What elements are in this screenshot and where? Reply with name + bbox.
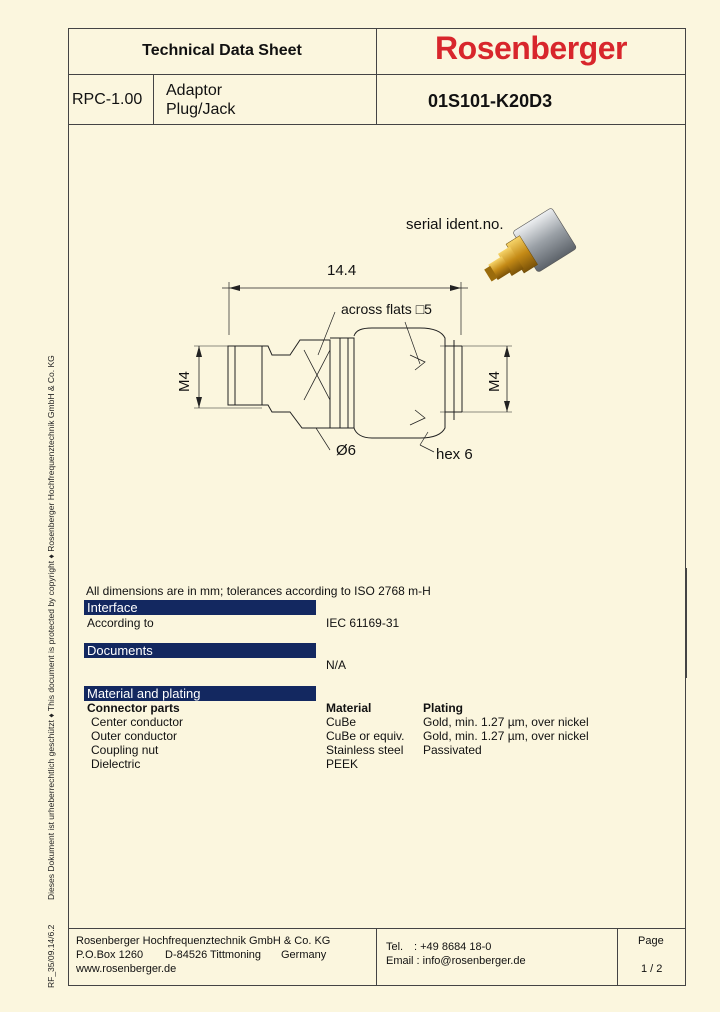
footer-tel-value: : +49 8684 18-0: [414, 941, 492, 953]
header-center-divider: [376, 28, 377, 124]
thread-left-label: M4: [176, 371, 193, 392]
footer-city: D-84526 Tittmoning: [165, 949, 261, 961]
header-divider: [68, 74, 686, 75]
footer-company: Rosenberger Hochfrequenztechnik GmbH & C…: [76, 935, 331, 947]
footer-divider-1: [376, 928, 377, 986]
part-name: Center conductor: [91, 715, 184, 729]
copyright-notice: Dieses Dokument ist urheberrechtlich ges…: [46, 355, 56, 900]
part-plating: Gold, min. 1.27 µm, over nickel: [423, 715, 589, 729]
header-bottom-divider: [68, 124, 686, 125]
thread-right-label: M4: [486, 371, 503, 392]
col-plating: Plating: [423, 701, 464, 715]
footer-divider-2: [617, 928, 618, 986]
part-material: PEEK: [326, 757, 359, 771]
according-to-label: According to: [87, 616, 154, 630]
form-id: RF_35/09.14/6.2: [46, 924, 56, 988]
part-material: CuBe: [326, 715, 357, 729]
page-frame: [68, 28, 686, 986]
part-material: CuBe or equiv.: [326, 729, 405, 743]
part-material: Stainless steel: [326, 743, 404, 757]
technical-drawing: [194, 208, 577, 453]
product-photo: [484, 208, 577, 282]
col-material: Material: [326, 701, 372, 715]
series-label: RPC-1.00: [72, 91, 143, 108]
material-heading: Material and plating: [84, 686, 316, 701]
header-series-divider: [153, 74, 154, 124]
footer-website-link[interactable]: www.rosenberger.de: [76, 963, 177, 975]
footer-tel-label: Tel.: [386, 941, 404, 953]
part-name: Dielectric: [91, 757, 141, 771]
hex-label: hex 6: [436, 446, 473, 463]
part-plating: Gold, min. 1.27 µm, over nickel: [423, 729, 589, 743]
interface-heading: Interface: [84, 600, 316, 615]
tolerance-note: All dimensions are in mm; tolerances acc…: [86, 584, 431, 598]
col-connector-parts: Connector parts: [87, 701, 180, 715]
description-line-2: Plug/Jack: [166, 101, 236, 118]
document-title: Technical Data Sheet: [142, 42, 302, 59]
footer-page-number: 1 / 2: [641, 963, 663, 975]
part-name: Outer conductor: [91, 729, 178, 743]
part-number: 01S101-K20D3: [428, 91, 553, 111]
according-to-value: IEC 61169-31: [326, 616, 400, 630]
overall-length-label: 14.4: [327, 262, 357, 279]
brand-logo: Rosenberger: [435, 30, 627, 66]
footer-divider: [68, 928, 686, 929]
part-name: Coupling nut: [91, 743, 159, 757]
footer-email-link[interactable]: Email : info@rosenberger.de: [386, 955, 526, 967]
footer-page-label: Page: [638, 935, 664, 947]
documents-value: N/A: [326, 658, 347, 672]
description-line-1: Adaptor: [166, 82, 223, 99]
serial-ident-label: serial ident.no.: [406, 216, 504, 233]
diameter-label: Ø6: [336, 442, 357, 459]
footer-pobox: P.O.Box 1260: [76, 949, 144, 961]
part-plating: Passivated: [423, 743, 482, 757]
across-flats-label: across flats □5: [341, 301, 432, 317]
footer-country: Germany: [281, 949, 327, 961]
documents-heading: Documents: [84, 643, 316, 658]
margin-mark: [686, 568, 687, 678]
